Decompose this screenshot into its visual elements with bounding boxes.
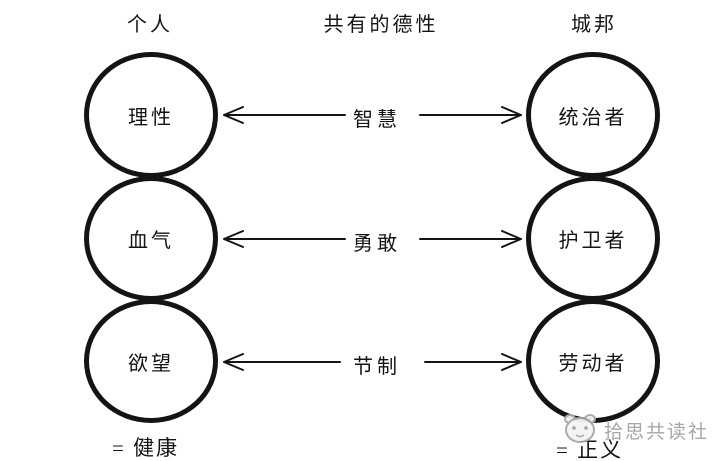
circle-desire: 欲望 bbox=[84, 299, 218, 423]
circle-rulers: 统治者 bbox=[526, 52, 660, 178]
watermark-text: 拾思共读社 bbox=[604, 422, 710, 443]
watermark: 拾思共读社 bbox=[560, 411, 709, 450]
circle-desire-label: 欲望 bbox=[128, 352, 174, 375]
header-city: 城邦 bbox=[571, 14, 617, 36]
equation-health: = 健康 bbox=[112, 436, 180, 460]
virtue-temperance-label: 节制 bbox=[353, 356, 401, 378]
mascot-icon bbox=[560, 411, 602, 450]
arrow-right-courage bbox=[419, 230, 522, 248]
circle-laborers-label: 劳动者 bbox=[558, 352, 628, 375]
equation-justice: = 正义 bbox=[556, 438, 624, 461]
circle-reason-label: 理性 bbox=[128, 106, 174, 129]
circle-spirit: 血气 bbox=[84, 176, 218, 301]
arrow-right-wisdom bbox=[419, 106, 522, 124]
circle-guardians-label: 护卫者 bbox=[558, 230, 628, 252]
circle-rulers-label: 统治者 bbox=[558, 106, 628, 129]
header-shared-virtues: 共有的德性 bbox=[323, 14, 439, 36]
arrow-left-wisdom bbox=[223, 106, 346, 124]
virtue-wisdom-label: 智慧 bbox=[353, 109, 401, 131]
circle-spirit-label: 血气 bbox=[128, 230, 174, 252]
header-individual: 个人 bbox=[127, 14, 173, 36]
virtue-courage-label: 勇敢 bbox=[353, 233, 401, 255]
circle-guardians: 护卫者 bbox=[526, 176, 660, 301]
circle-reason: 理性 bbox=[84, 52, 218, 178]
arrow-left-courage bbox=[223, 230, 346, 248]
arrow-left-temperance bbox=[223, 353, 341, 371]
arrow-right-temperance bbox=[424, 353, 522, 371]
